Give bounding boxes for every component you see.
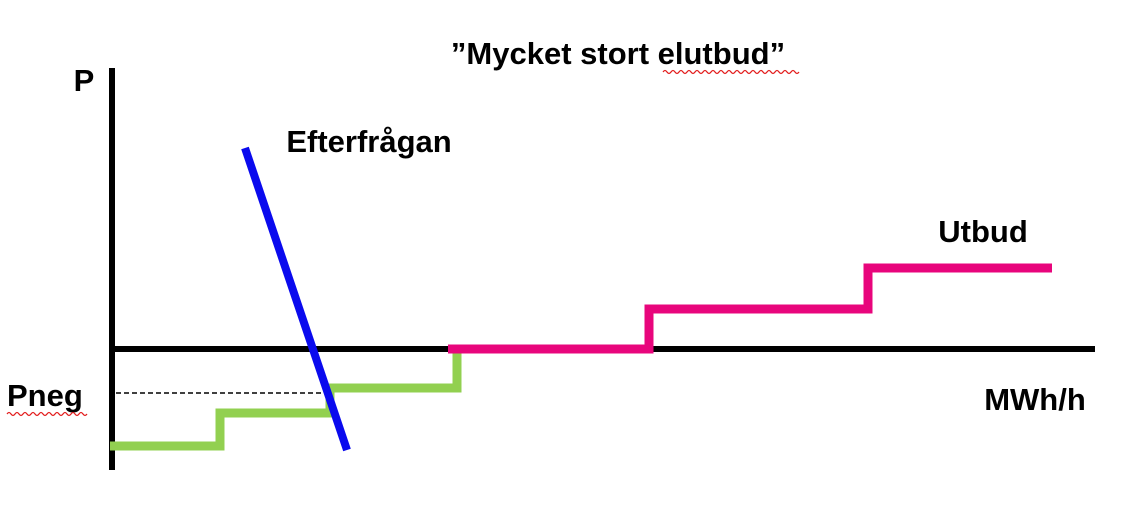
supply-curve-negative: [110, 349, 462, 451]
demand-curve: [241, 146, 351, 452]
pneg-label: Pneg: [7, 378, 83, 413]
y-axis-label: P: [74, 63, 95, 98]
title-spellcheck-underline: [662, 69, 800, 75]
demand-label: Efterfrågan: [286, 124, 451, 159]
x-axis-label: MWh/h: [984, 382, 1086, 417]
pneg-spellcheck-underline: [6, 411, 88, 417]
supply-label: Utbud: [938, 214, 1028, 249]
diagram-title: ”Mycket stort elutbud”: [451, 36, 785, 71]
supply-curve-positive: [448, 263, 1052, 354]
